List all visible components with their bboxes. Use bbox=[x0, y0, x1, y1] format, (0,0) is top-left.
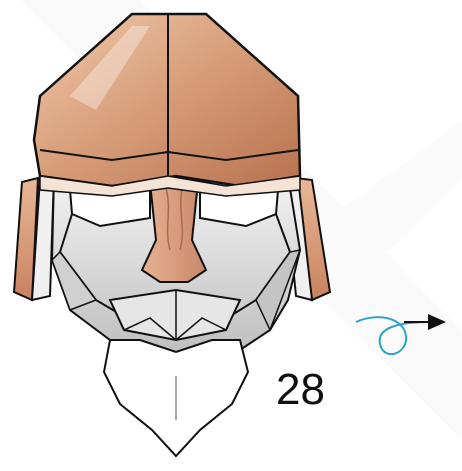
step-number: 28 bbox=[276, 368, 325, 412]
beard bbox=[104, 340, 248, 456]
